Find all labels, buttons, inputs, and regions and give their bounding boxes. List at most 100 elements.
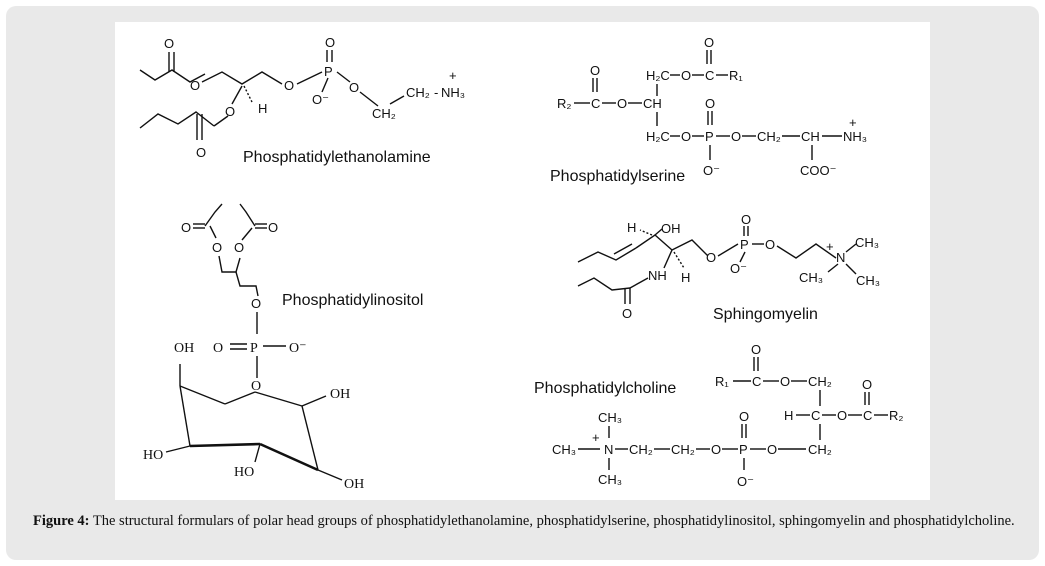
- ps-c-2: C: [591, 96, 600, 111]
- sm-o-minus: O⁻: [730, 261, 747, 276]
- pe-dash: -: [434, 85, 438, 100]
- pe-ch2-b: CH₂: [406, 85, 430, 100]
- ps-o-carb-1: O: [704, 35, 714, 50]
- sm-label: Sphingomyelin: [713, 306, 818, 323]
- pe-structure: O O H O O O P O O⁻ O CH₂ CH₂ - NH₃ + Pho…: [139, 35, 465, 166]
- ps-o-1: O: [681, 68, 691, 83]
- sm-o-phos-double: O: [741, 212, 751, 227]
- pc-o-carb-2: O: [862, 377, 872, 392]
- pc-o-2: O: [837, 408, 847, 423]
- sm-ch3-right: CH₃: [856, 273, 880, 288]
- pc-ch2-a: CH₂: [629, 442, 653, 457]
- pe-p: P: [324, 64, 333, 79]
- pc-n: N: [604, 442, 613, 457]
- pi-o-ring: O: [251, 379, 261, 394]
- pc-o-1: O: [780, 374, 790, 389]
- pi-o-ester-right: O: [234, 240, 244, 255]
- sm-n: N: [836, 250, 845, 265]
- ps-structure: H₂C O C R₁ O R₂ C O O CH H₂C O P O O⁻ O …: [550, 35, 867, 185]
- pe-ch2-a: CH₂: [372, 106, 396, 121]
- ps-r2: R₂: [557, 96, 571, 111]
- pi-p: P: [250, 341, 258, 356]
- sm-oh: OH: [661, 221, 681, 236]
- pe-o-ester-bottom: O: [225, 104, 235, 119]
- pc-h: H: [784, 408, 793, 423]
- ps-coo-minus: COO⁻: [800, 163, 836, 178]
- pc-r1: R₁: [715, 374, 729, 389]
- pe-label: Phosphatidylethanolamine: [243, 149, 431, 166]
- sm-nh: NH: [648, 268, 667, 283]
- ps-o-2: O: [617, 96, 627, 111]
- pi-structure: O O O O O OH O P O⁻ O OH H: [143, 203, 423, 492]
- pc-o-minus: O⁻: [737, 474, 754, 489]
- pc-o-3: O: [711, 442, 721, 457]
- pc-ch3-left: CH₃: [552, 442, 576, 457]
- pi-o-ester-left: O: [212, 240, 222, 255]
- sm-structure: OH H NH H O O P O O⁻ O N + CH₃ CH₃ CH₃ S…: [577, 212, 880, 323]
- pc-r2: R₂: [889, 408, 903, 423]
- ps-o-minus: O⁻: [703, 163, 720, 178]
- pc-c-3: C: [863, 408, 872, 423]
- figure-panel: [115, 22, 930, 500]
- pc-ch2-top: CH₂: [808, 374, 832, 389]
- pi-ho-left: HO: [143, 448, 163, 463]
- ps-label: Phosphatidylserine: [550, 168, 685, 185]
- sm-p: P: [740, 237, 749, 252]
- pc-o-phos-double: O: [739, 409, 749, 424]
- pi-ho-bottom: HO: [234, 465, 254, 480]
- pc-o-4: O: [767, 442, 777, 457]
- pe-o-minus: O⁻: [312, 92, 329, 107]
- pc-ch3-bottom: CH₃: [598, 472, 622, 487]
- ps-c-1: C: [705, 68, 714, 83]
- ps-o-4: O: [731, 129, 741, 144]
- pi-oh-top: OH: [174, 341, 194, 356]
- pe-o-phos-double: O: [325, 35, 335, 50]
- sm-ch3-top: CH₃: [855, 235, 879, 250]
- sm-plus: +: [826, 239, 834, 254]
- pe-nh3: NH₃: [441, 85, 465, 100]
- pi-label: Phosphatidylinositol: [282, 292, 423, 309]
- ps-plus: +: [849, 115, 857, 130]
- ps-p: P: [705, 129, 714, 144]
- pc-label: Phosphatidylcholine: [534, 380, 676, 397]
- sm-h-bottom: H: [681, 270, 690, 285]
- pe-h: H: [258, 101, 267, 116]
- pi-o-phos-double: O: [213, 341, 223, 356]
- pc-o-carb-1: O: [751, 342, 761, 357]
- pi-o-carb-right: O: [268, 220, 278, 235]
- pe-o-carbonyl-bottom: O: [196, 145, 206, 160]
- ps-ch-2: CH: [801, 129, 820, 144]
- pc-ch3-top: CH₃: [598, 410, 622, 425]
- pe-o-ester-top: O: [190, 78, 200, 93]
- pe-o-phos-2: O: [349, 80, 359, 95]
- sm-ch3-left: CH₃: [799, 270, 823, 285]
- pc-plus: +: [592, 430, 600, 445]
- pe-plus: +: [449, 68, 457, 83]
- ps-o-3: O: [681, 129, 691, 144]
- ps-h2c-top: H₂C: [646, 68, 670, 83]
- pi-o-link: O: [251, 296, 261, 311]
- pc-structure: Phosphatidylcholine R₁ C O O CH₂ H C O C…: [534, 342, 903, 489]
- pc-p: P: [739, 442, 748, 457]
- pi-oh-right: OH: [330, 387, 350, 402]
- ps-r1: R₁: [729, 68, 743, 83]
- pc-ch2-b: CH₂: [671, 442, 695, 457]
- pi-oh-bottom: OH: [344, 477, 364, 492]
- pi-o-minus: O⁻: [289, 341, 307, 356]
- ps-nh3: NH₃: [843, 129, 867, 144]
- pe-o-phos-1: O: [284, 78, 294, 93]
- pc-c-2: C: [811, 408, 820, 423]
- ps-ch: CH: [643, 96, 662, 111]
- pe-o-carbonyl-top: O: [164, 36, 174, 51]
- pc-c-1: C: [752, 374, 761, 389]
- caption-label: Figure 4:: [33, 513, 90, 529]
- sm-h-top: H: [627, 220, 636, 235]
- ps-ch2: CH₂: [757, 129, 781, 144]
- caption-text: The structural formulars of polar head g…: [89, 513, 1015, 529]
- sm-o-1: O: [706, 250, 716, 265]
- ps-o-phos-double: O: [705, 96, 715, 111]
- sm-o-carbonyl: O: [622, 306, 632, 321]
- figure-caption: Figure 4: The structural formulars of po…: [33, 513, 1018, 530]
- pi-o-carb-left: O: [181, 220, 191, 235]
